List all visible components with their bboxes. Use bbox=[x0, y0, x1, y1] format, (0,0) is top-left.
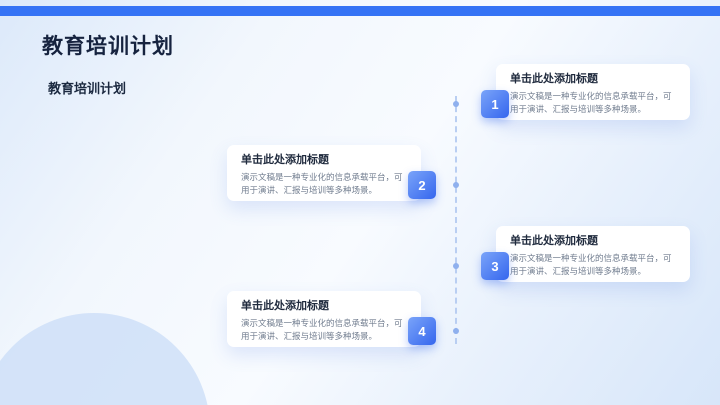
card-title: 单击此处添加标题 bbox=[241, 300, 329, 312]
card-title: 单击此处添加标题 bbox=[241, 154, 329, 166]
timeline-dot bbox=[453, 182, 459, 188]
card-title: 单击此处添加标题 bbox=[510, 235, 598, 247]
timeline-card-2: 2 单击此处添加标题 演示文稿是一种专业化的信息承载平台，可用于演讲、汇报与培训… bbox=[227, 145, 436, 201]
timeline-card-4: 4 单击此处添加标题 演示文稿是一种专业化的信息承载平台，可用于演讲、汇报与培训… bbox=[227, 291, 436, 347]
card-title: 单击此处添加标题 bbox=[510, 73, 598, 85]
step-number-badge-1: 1 bbox=[481, 90, 509, 118]
timeline-dot bbox=[453, 101, 459, 107]
timeline-line bbox=[455, 96, 457, 344]
step-number-badge-2: 2 bbox=[408, 171, 436, 199]
slide-title: 教育培训计划 bbox=[42, 35, 174, 58]
top-accent-bar bbox=[0, 6, 720, 16]
card-body-text: 演示文稿是一种专业化的信息承载平台，可用于演讲、汇报与培训等多种场景。 bbox=[510, 91, 672, 115]
timeline-card-1: 1 单击此处添加标题 演示文稿是一种专业化的信息承载平台，可用于演讲、汇报与培训… bbox=[481, 64, 690, 120]
card-body-text: 演示文稿是一种专业化的信息承载平台，可用于演讲、汇报与培训等多种场景。 bbox=[241, 318, 403, 342]
decorative-circle bbox=[0, 313, 210, 405]
slide-subtitle: 教育培训计划 bbox=[48, 81, 127, 96]
card-body-text: 演示文稿是一种专业化的信息承载平台，可用于演讲、汇报与培训等多种场景。 bbox=[510, 253, 672, 277]
step-number-badge-4: 4 bbox=[408, 317, 436, 345]
card-body-text: 演示文稿是一种专业化的信息承载平台，可用于演讲、汇报与培训等多种场景。 bbox=[241, 172, 403, 196]
timeline-card-3: 3 单击此处添加标题 演示文稿是一种专业化的信息承载平台，可用于演讲、汇报与培训… bbox=[481, 226, 690, 282]
timeline-dot bbox=[453, 328, 459, 334]
step-number-badge-3: 3 bbox=[481, 252, 509, 280]
timeline-dot bbox=[453, 263, 459, 269]
